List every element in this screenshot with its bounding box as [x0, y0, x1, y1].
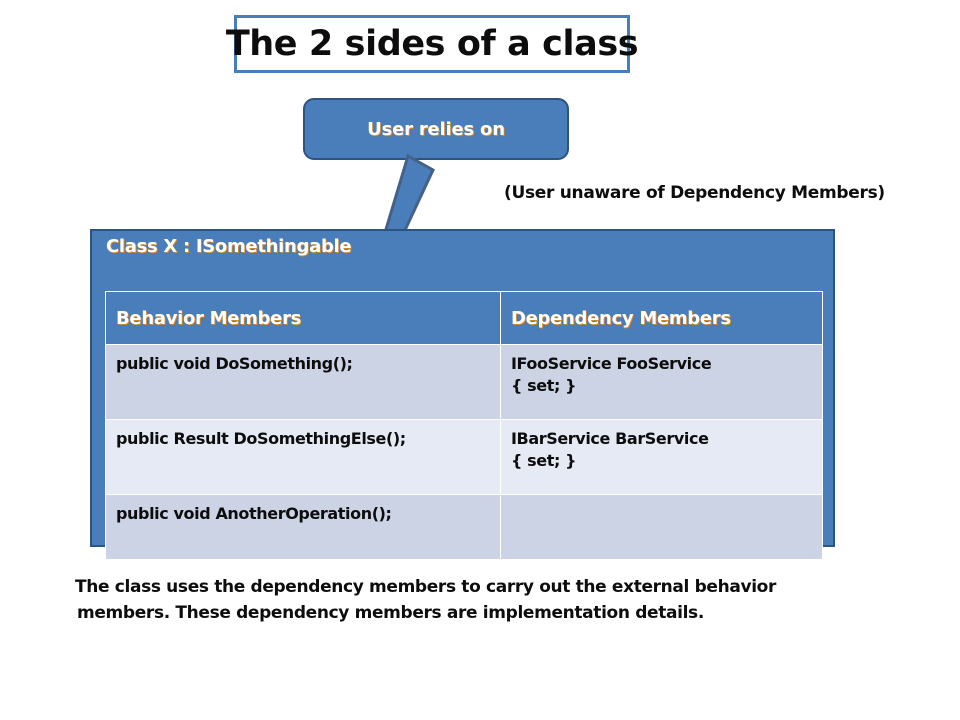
cell-line: { set; } [511, 375, 577, 395]
class-panel-title: Class X : ISomethingable [106, 236, 352, 257]
table-header-row: Behavior Members Dependency Members [105, 291, 823, 345]
cell-line: IBarService BarService [511, 429, 709, 448]
cell-dependency-member: IFooService FooService { set; } [500, 344, 823, 420]
caption-line: The class uses the dependency members to… [75, 577, 777, 597]
cell-dependency-member: IBarService BarService { set; } [500, 419, 823, 495]
cell-behavior-member: public void AnotherOperation(); [105, 494, 501, 560]
cell-line: { set; } [511, 450, 577, 470]
page-title: The 2 sides of a class [225, 24, 639, 64]
table-row: public void DoSomething(); IFooService F… [105, 344, 823, 420]
class-panel: Class X : ISomethingable Behavior Member… [90, 229, 835, 560]
column-header-behavior-members: Behavior Members [105, 291, 501, 345]
annotation-text: (User unaware of Dependency Members) [504, 183, 885, 203]
cell-behavior-member: public Result DoSomethingElse(); [105, 419, 501, 495]
members-table: Behavior Members Dependency Members publ… [105, 291, 823, 560]
cell-dependency-member [500, 494, 823, 560]
caption-line: members. These dependency members are im… [77, 603, 704, 624]
callout-label: User relies on [367, 118, 505, 140]
caption: The class uses the dependency members to… [75, 574, 875, 627]
table-row: public Result DoSomethingElse(); IBarSer… [105, 419, 823, 495]
table-row: public void AnotherOperation(); [105, 494, 823, 560]
column-header-dependency-members: Dependency Members [500, 291, 823, 345]
cell-behavior-member: public void DoSomething(); [105, 344, 501, 420]
cell-line: public Result DoSomethingElse(); [116, 429, 406, 448]
cell-line: IFooService FooService [511, 354, 712, 373]
user-relies-on-callout: User relies on [303, 98, 569, 160]
cell-line: public void AnotherOperation(); [116, 504, 392, 523]
slide-title-box: The 2 sides of a class [226, 15, 639, 73]
cell-line: public void DoSomething(); [116, 354, 353, 373]
